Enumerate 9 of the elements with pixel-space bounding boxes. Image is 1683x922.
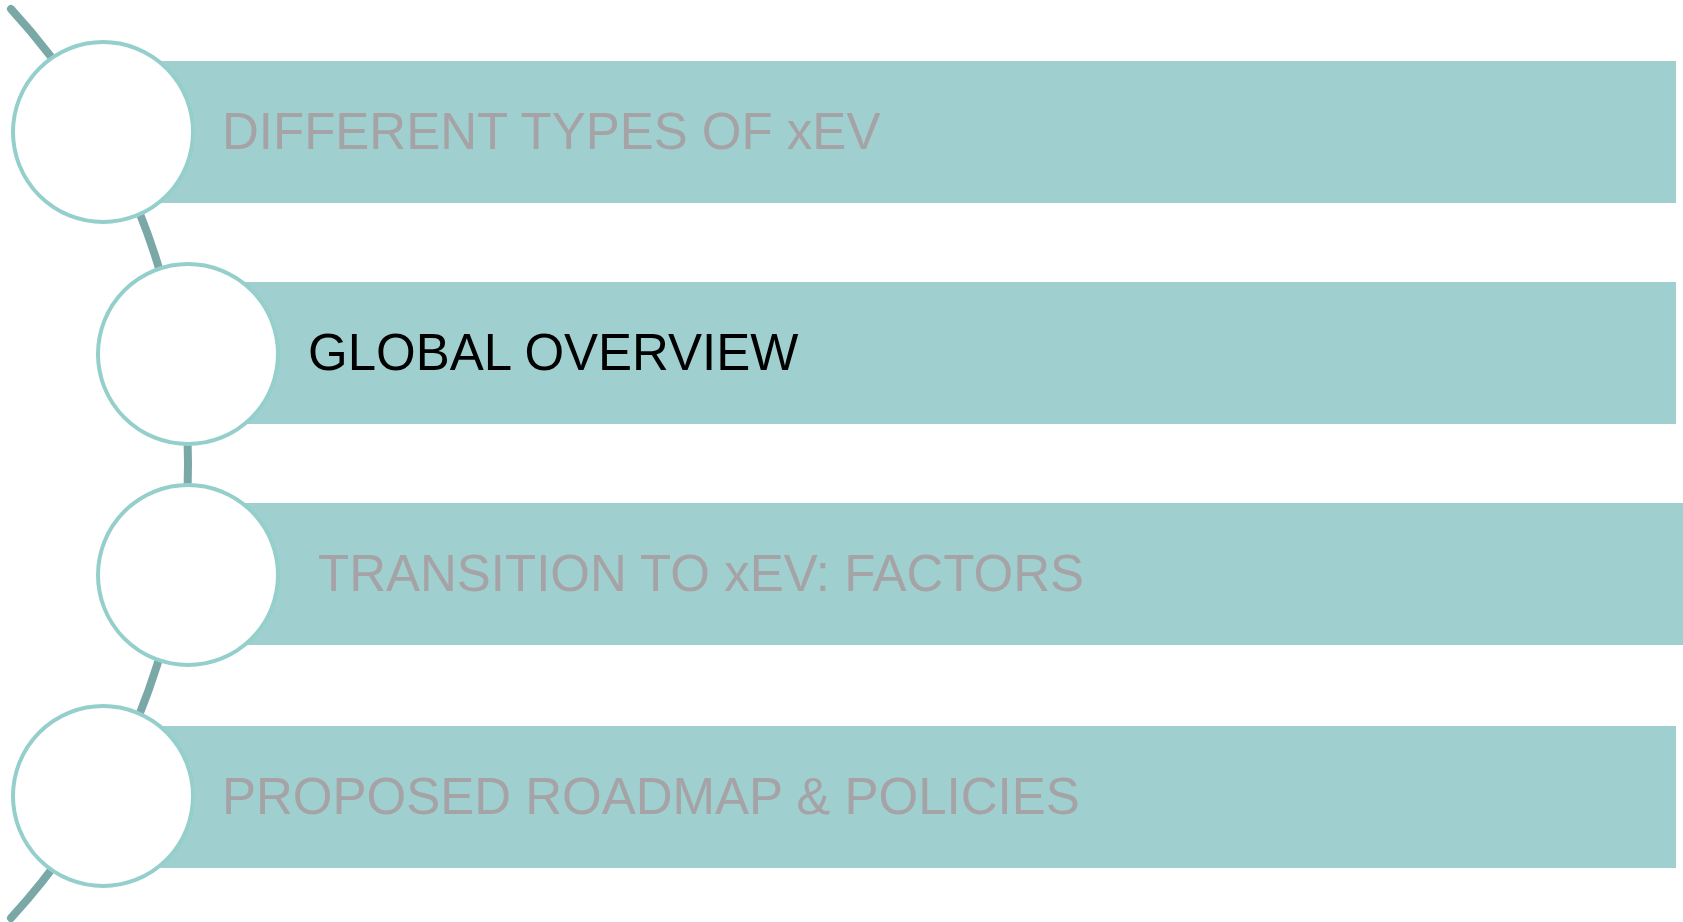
circle-marker [11, 704, 195, 888]
circle-marker [11, 40, 195, 224]
agenda-band [280, 282, 1676, 424]
circle-marker [96, 262, 280, 446]
agenda-band [195, 726, 1676, 868]
circle-marker [96, 483, 280, 667]
agenda-band [280, 503, 1683, 645]
agenda-band [195, 61, 1676, 203]
agenda-item-text: GLOBAL OVERVIEW [308, 324, 799, 382]
